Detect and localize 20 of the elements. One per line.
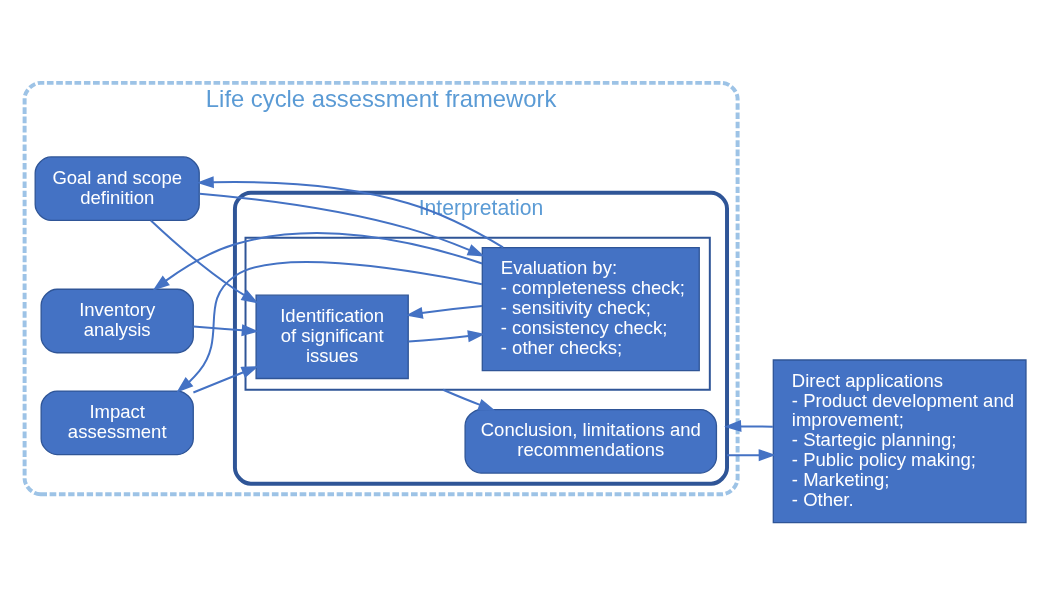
- arrow: [149, 219, 259, 303]
- arrow: [192, 323, 259, 336]
- arrow: [198, 192, 485, 256]
- arrow: [407, 329, 486, 342]
- node-box: Identification of significant issues: [255, 294, 409, 379]
- node-box: Direct applications - Product development and improvement; - Startegic planning; - Public policy making; - Marketing; - Other.: [772, 358, 1027, 523]
- node-box: Goal and scope definition: [34, 155, 200, 221]
- node-box: Evaluation by: - completeness check; - sensitivity check; - consistency check; - other checks;: [481, 246, 700, 371]
- arrow: [405, 304, 484, 319]
- node-box: Inventory analysis: [40, 288, 194, 353]
- arrow: [192, 365, 259, 393]
- arrow: [152, 231, 484, 291]
- cluster: [244, 236, 711, 391]
- arrow: [176, 260, 483, 393]
- arrow: [442, 388, 496, 411]
- arrow: [726, 448, 776, 461]
- arrow: [196, 175, 504, 248]
- node-box: Conclusion, limitations and recommendations: [464, 408, 718, 474]
- node-box: Impact assessment: [40, 389, 194, 455]
- arrow: [724, 419, 774, 432]
